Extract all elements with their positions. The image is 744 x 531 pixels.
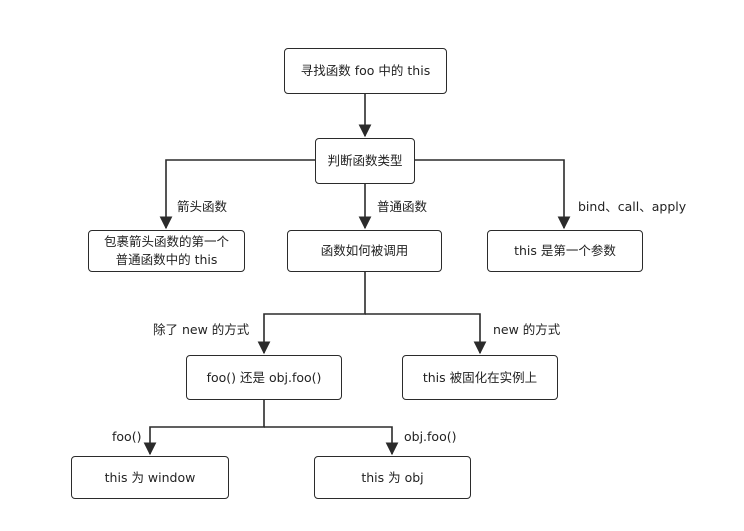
edge-label-normal: 普通函数 xyxy=(377,199,428,214)
node-arrow-fn: 包裹箭头函数的第一个 普通函数中的 this xyxy=(88,230,245,272)
node-how-called: 函数如何被调用 xyxy=(287,230,442,272)
edge-label-obj-call: obj.foo() xyxy=(404,429,457,444)
node-arrow-fn-line1: 包裹箭头函数的第一个 xyxy=(103,234,229,249)
node-root-text: 寻找函数 foo 中的 this xyxy=(300,63,431,78)
node-window-result: this 为 window xyxy=(71,456,229,499)
node-obj-result: this 为 obj xyxy=(314,456,471,499)
node-bind-result-text: this 是第一个参数 xyxy=(514,243,616,258)
edge-label-arrow: 箭头函数 xyxy=(177,199,228,214)
edge-not-new-obj xyxy=(264,426,399,456)
edge-label-new: new 的方式 xyxy=(493,322,561,337)
edge-judge-arrow-fn xyxy=(159,159,315,230)
edge-judge-bind xyxy=(415,159,571,230)
node-new-result: this 被固化在实例上 xyxy=(402,355,558,400)
node-not-new: foo() 还是 obj.foo() xyxy=(186,355,342,400)
node-bind-result: this 是第一个参数 xyxy=(487,230,643,272)
node-root: 寻找函数 foo 中的 this xyxy=(284,48,447,94)
node-judge: 判断函数类型 xyxy=(315,138,415,184)
node-not-new-text: foo() 还是 obj.foo() xyxy=(206,369,322,385)
edge-how-called-not-new xyxy=(257,272,366,355)
node-new-result-text: this 被固化在实例上 xyxy=(422,369,538,385)
node-obj-result-text: this 为 obj xyxy=(361,469,424,485)
node-arrow-fn-line2: 普通函数中的 this xyxy=(115,252,218,267)
node-window-result-text: this 为 window xyxy=(104,469,196,485)
edge-how-called-new xyxy=(365,313,487,355)
node-how-called-text: 函数如何被调用 xyxy=(320,243,409,258)
edge-label-not-new: 除了 new 的方式 xyxy=(153,322,250,337)
edge-not-new-window xyxy=(143,400,265,456)
edge-label-bind: bind、call、apply xyxy=(578,199,687,214)
edge-label-foo-call: foo() xyxy=(112,429,142,444)
node-judge-text: 判断函数类型 xyxy=(327,153,403,168)
